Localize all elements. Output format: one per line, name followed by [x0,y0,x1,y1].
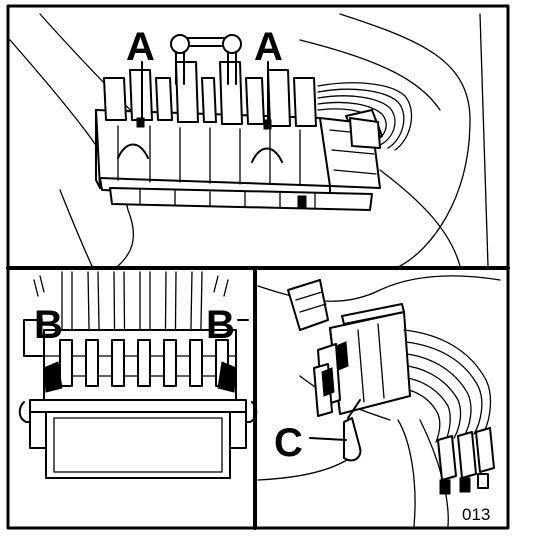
callout-label-b-left: B [34,303,63,347]
top-panel: A A [9,13,489,267]
release-tool [343,417,362,462]
callout-bracket-b-left [23,319,43,357]
callout-label-c: C [274,421,303,465]
figure-reference-number: 013 [462,505,490,524]
panel-frames [6,4,510,530]
callout-label-b-right: B [206,303,235,347]
bottom-right-wire-bundle [403,329,492,443]
bottom-left-slots [59,339,229,387]
bottom-right-connector [313,303,411,417]
callout-label-a-left: A [126,25,155,69]
callout-label-a-right: A [254,25,283,69]
bottom-right-panel: C 013 [257,275,501,527]
top-connector [95,34,381,211]
bottom-left-panel: B B [18,271,258,479]
callout-line-c [309,437,347,441]
